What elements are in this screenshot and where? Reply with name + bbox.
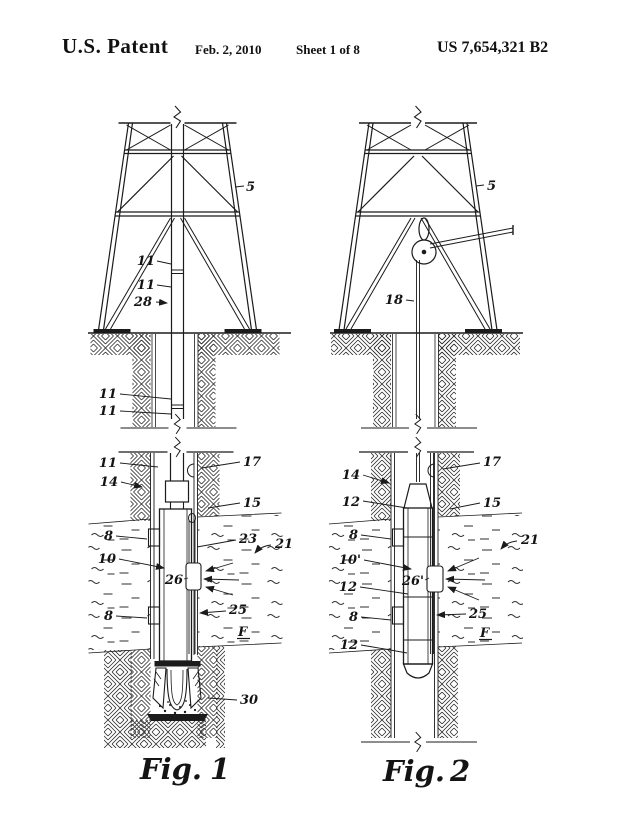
ref-label-30: 30 [240,693,258,708]
fig2-leader-lines [359,184,518,654]
ref-label-21: 21 [520,533,539,548]
fig2-crown-pulley [411,217,514,265]
patent-header-sheet: Sheet 1 of 8 [296,42,360,57]
fig2-reference-numerals: 5 18 14 17 12 15 8 21 10' 26' 12 8 25 F … [339,179,539,653]
ref-label-F: F [237,625,248,640]
ref-label-8: 8 [349,528,358,543]
ref-label-11: 11 [137,254,155,269]
patent-header-number: US 7,654,321 B2 [437,39,549,56]
ref-label-11: 11 [99,404,117,419]
ref-label-5: 5 [246,180,255,195]
ref-label-11: 11 [99,387,117,402]
fig1-cuttings [158,700,197,719]
fig1-leader-lines [115,185,272,701]
ref-label-11: 11 [99,456,117,471]
ref-label-12: 12 [342,495,360,510]
ref-label-25: 25 [228,603,247,618]
figure-2: 5 18 14 17 12 15 8 21 10' 26' 12 8 25 F … [329,106,539,788]
ref-label-17: 17 [483,455,501,470]
ref-label-5: 5 [487,179,496,194]
ref-label-14: 14 [100,475,118,490]
ref-label-8: 8 [349,610,358,625]
ref-label-15: 15 [243,496,261,511]
ref-label-14: 14 [342,468,360,483]
ref-label-17: 17 [243,455,261,470]
ref-label-8: 8 [104,529,113,544]
ref-label-23: 23 [238,532,257,547]
ref-label-11: 11 [137,278,155,293]
ref-label-8: 8 [104,609,113,624]
ref-label-26-prime: 26' [401,574,424,589]
ref-label-12: 12 [340,638,358,653]
fig1-drill-string [147,453,202,667]
ref-label-10: 10 [98,552,116,567]
ref-label-15: 15 [483,496,501,511]
figure-caption-number: 1 [210,752,230,786]
fig1-caption: Fig. 1 [139,752,230,786]
ref-label-10-prime: 10' [339,553,361,568]
figure-1: 5 11 11 28 11 11 11 14 17 15 8 23 21 10 … [88,106,293,786]
fig2-derrick [330,106,523,334]
ref-label-F: F [479,626,490,641]
fig1-drill-pipe [170,124,185,419]
ref-label-21: 21 [274,537,293,552]
fig2-wireline-tool [391,453,444,679]
fig1-bottom-hatch [104,646,225,748]
patent-header-title: U.S. Patent [62,34,169,58]
ref-label-26: 26 [164,573,183,588]
patent-header-date: Feb. 2, 2010 [195,42,262,57]
fig1-drill-bit [147,667,208,721]
figure-caption-label: Fig. [139,752,202,786]
ref-label-28: 28 [133,295,152,310]
fig1-reference-numerals: 5 11 11 28 11 11 11 14 17 15 8 23 21 10 … [98,180,293,708]
fig2-wireline [416,260,420,419]
figure-caption-label: Fig. [382,754,445,788]
figure-caption-number: 2 [449,754,470,788]
fig1-derrick [88,106,291,334]
fig1-ground-section [91,334,280,434]
fig2-caption: Fig. 2 [382,754,470,788]
ref-label-18: 18 [385,293,403,308]
fig2-ground-section [331,334,520,434]
ref-label-12: 12 [339,580,357,595]
fig2-lower-wellbore [361,655,477,753]
ref-label-25: 25 [468,607,487,622]
